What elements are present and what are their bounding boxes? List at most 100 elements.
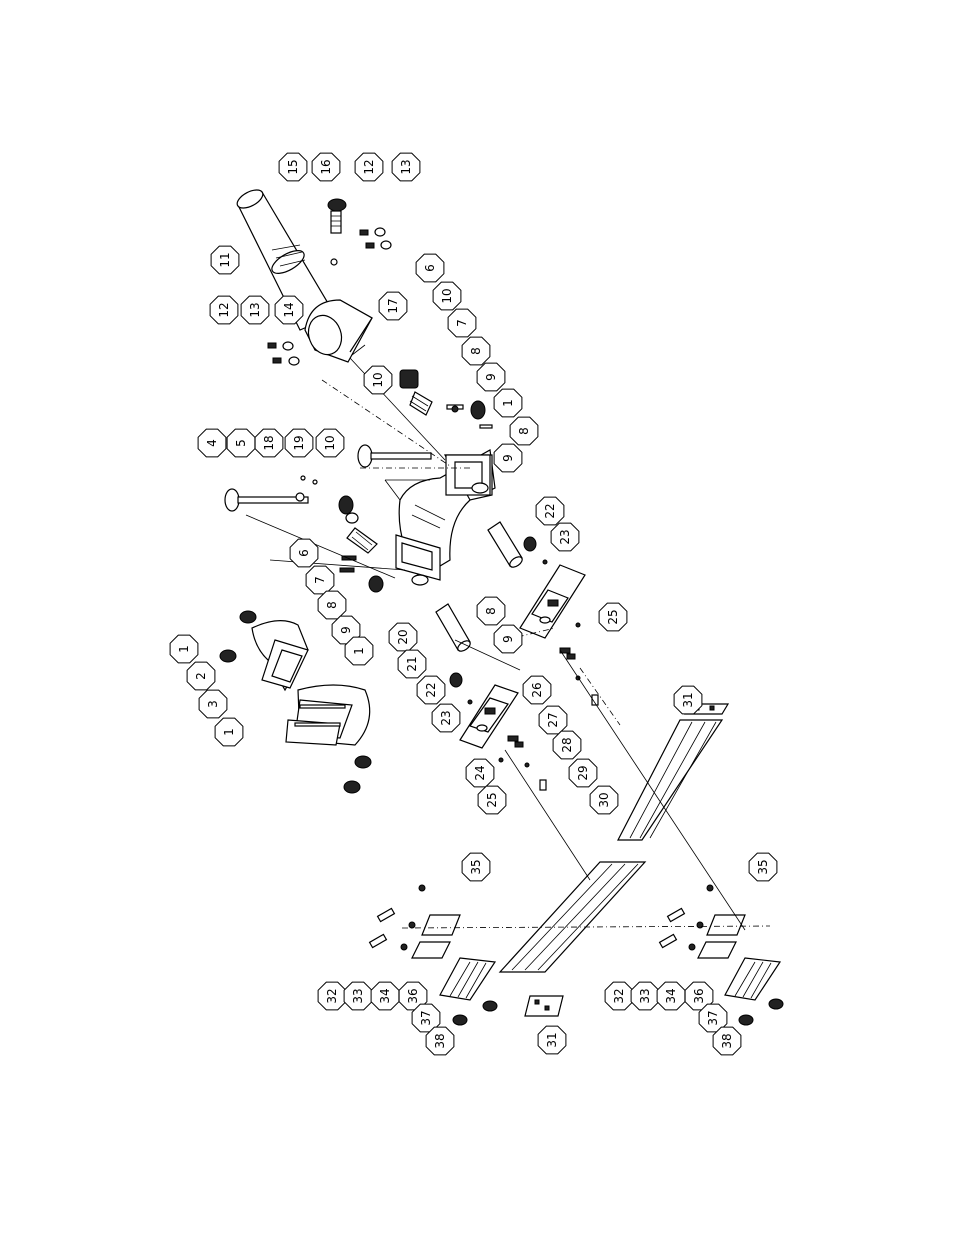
part-left-spring-assembly [339, 496, 383, 592]
callout-22b: 22 [417, 676, 445, 704]
callout-35b: 35 [749, 853, 777, 881]
callout-label: 26 [530, 682, 544, 697]
callout-label: 37 [706, 1010, 720, 1025]
callout-label: 11 [218, 252, 232, 267]
callout-22a: 22 [536, 497, 564, 525]
callout-17: 17 [379, 292, 407, 320]
part-20-main-guard [396, 450, 495, 585]
callout-label: 34 [378, 988, 392, 1003]
callout-label: 35 [469, 859, 483, 874]
callout-9a: 9 [477, 363, 505, 391]
callout-label: 12 [217, 302, 231, 317]
callout-27: 27 [539, 706, 567, 734]
callout-28: 28 [553, 731, 581, 759]
callout-10a: 10 [433, 282, 461, 310]
callout-8c: 8 [318, 591, 346, 619]
callout-26: 26 [523, 676, 551, 704]
callout-label: 36 [692, 988, 706, 1003]
callout-20: 20 [389, 623, 417, 651]
callout-34b: 34 [657, 982, 685, 1010]
callout-label: 29 [576, 765, 590, 780]
callout-label: 34 [664, 988, 678, 1003]
callout-label: 8 [484, 607, 498, 615]
callout-6a: 6 [416, 254, 444, 282]
callout-label: 12 [362, 159, 376, 174]
callout-32a: 32 [318, 982, 346, 1010]
callout-label: 19 [292, 435, 306, 450]
callout-label: 4 [205, 439, 219, 447]
callout-31a: 31 [674, 686, 702, 714]
callout-23a: 23 [551, 523, 579, 551]
callout-25b: 25 [478, 786, 506, 814]
callout-label: 10 [323, 435, 337, 450]
callout-label: 24 [473, 765, 487, 780]
callout-33b: 33 [631, 982, 659, 1010]
callout-label: 8 [517, 427, 531, 435]
callout-label: 13 [248, 302, 262, 317]
callout-label: 18 [262, 435, 276, 450]
callout-label: 15 [286, 159, 300, 174]
callout-19: 19 [285, 429, 313, 457]
part-upper-hardware [328, 199, 391, 265]
callout-34a: 34 [371, 982, 399, 1010]
callout-38b: 38 [713, 1027, 741, 1055]
callout-label: 33 [351, 988, 365, 1003]
callout-11: 11 [211, 246, 239, 274]
part-26-right-bracket [520, 565, 585, 638]
callout-label: 21 [405, 656, 419, 671]
callout-label: 23 [439, 710, 453, 725]
callout-label: 7 [313, 576, 327, 584]
assembly-axes [322, 380, 770, 928]
callout-6b: 6 [290, 539, 318, 567]
callout-10b: 10 [364, 366, 392, 394]
callout-15: 15 [279, 153, 307, 181]
callout-label: 27 [546, 712, 560, 727]
callout-3: 3 [199, 690, 227, 718]
callout-8b: 8 [510, 417, 538, 445]
callout-label: 10 [440, 288, 454, 303]
callout-1c: 1 [170, 635, 198, 663]
callout-label: 16 [319, 159, 333, 174]
callout-label: 1 [352, 647, 366, 655]
callout-9b: 9 [494, 444, 522, 472]
callout-label: 1 [222, 728, 236, 736]
callout-16: 16 [312, 153, 340, 181]
callout-label: 32 [325, 988, 339, 1003]
callout-label: 9 [501, 454, 515, 462]
callout-10c: 10 [316, 429, 344, 457]
callout-label: 25 [606, 609, 620, 624]
callout-label: 2 [194, 672, 208, 680]
callout-1b: 1 [345, 637, 373, 665]
callout-18: 18 [255, 429, 283, 457]
callout-32b: 32 [605, 982, 633, 1010]
callout-12b: 12 [210, 296, 238, 324]
callout-label: 20 [396, 629, 410, 644]
callout-label: 35 [756, 859, 770, 874]
callout-label: 6 [297, 549, 311, 557]
callout-label: 9 [501, 635, 515, 643]
callout-1d: 1 [215, 718, 243, 746]
callout-label: 5 [234, 439, 248, 447]
callout-7b: 7 [306, 566, 334, 594]
callout-label: 17 [386, 298, 400, 313]
callout-2: 2 [187, 662, 215, 690]
callout-8a: 8 [462, 337, 490, 365]
callout-31b: 31 [538, 1026, 566, 1054]
callout-13b: 13 [241, 296, 269, 324]
callout-label: 22 [424, 682, 438, 697]
callout-label: 13 [399, 159, 413, 174]
callout-29: 29 [569, 759, 597, 787]
callout-9d: 9 [494, 625, 522, 653]
callout-label: 31 [545, 1032, 559, 1047]
callout-33a: 33 [344, 982, 372, 1010]
callout-4: 4 [198, 429, 226, 457]
callout-label: 36 [406, 988, 420, 1003]
callout-5: 5 [227, 429, 255, 457]
callout-label: 1 [177, 645, 191, 653]
callout-38a: 38 [426, 1027, 454, 1055]
callout-label: 9 [339, 626, 353, 634]
callout-label: 8 [469, 347, 483, 355]
callout-23b: 23 [432, 704, 460, 732]
